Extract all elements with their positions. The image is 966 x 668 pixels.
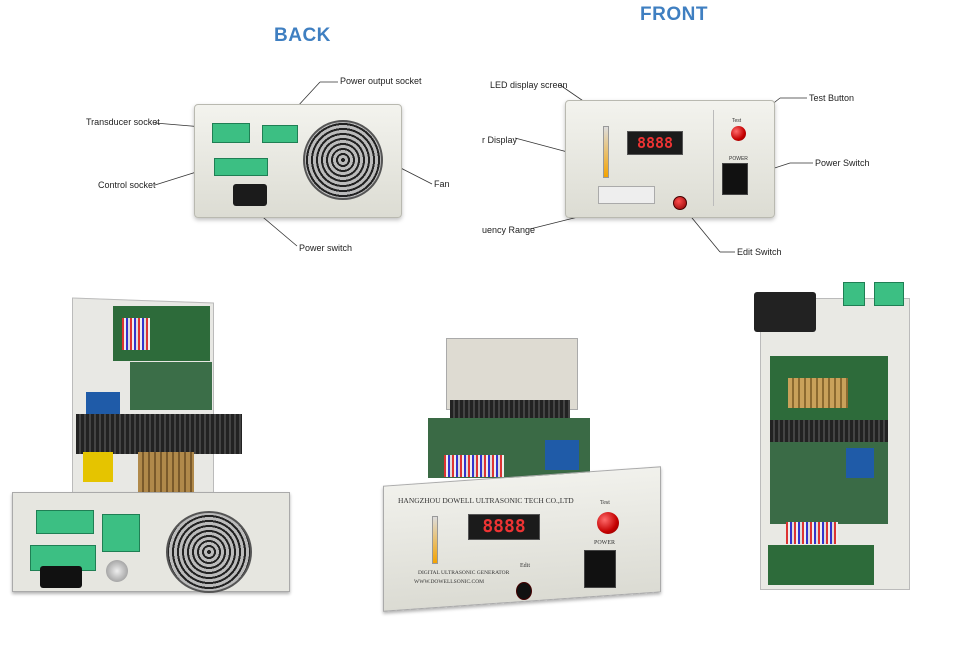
- callout-frequency-range: uency Range: [482, 225, 536, 235]
- control-socket: [214, 158, 268, 176]
- photo2-power-label: POWER: [594, 540, 615, 546]
- callout-led-display-screen: LED display screen: [490, 80, 568, 90]
- photo1-terminal-top: [36, 510, 94, 534]
- transducer-socket: [212, 123, 250, 143]
- photo2-led-display: 8888: [468, 514, 540, 540]
- power-inlet: [233, 184, 267, 206]
- photo2-ribbon-cable: [444, 455, 504, 477]
- photo1-terminal-small: [102, 514, 140, 552]
- photo3-fan-icon: [754, 292, 816, 332]
- test-label: Test: [732, 118, 742, 124]
- photo3-bottom-board: [768, 545, 874, 585]
- photo3-terminal-left: [843, 282, 865, 306]
- edit-switch-knob: [673, 196, 687, 210]
- callout-power-switch-front: Power Switch: [815, 158, 870, 168]
- photo1-power-inlet: [40, 566, 82, 588]
- back-heading: BACK: [274, 25, 331, 46]
- front-unit-body: [565, 100, 775, 218]
- callout-power-display: r Display: [482, 135, 518, 145]
- photo3-ribbon-cable: [786, 522, 838, 544]
- photo2-product-name: DIGITAL ULTRASONIC GENERATOR: [418, 570, 510, 576]
- callout-control-socket: Control socket: [98, 180, 156, 190]
- photo2-edit-label: Edit: [520, 563, 530, 569]
- photo2-power-switch: [584, 550, 616, 588]
- photo1-capacitor: [83, 452, 113, 482]
- photo2-power-bar: [432, 516, 438, 564]
- led-display-screen: 8888: [627, 131, 683, 155]
- front-right-section: [713, 110, 762, 206]
- photo3-transformer: [788, 378, 848, 408]
- photo2-rear-wall: [446, 338, 578, 410]
- power-label: POWER: [729, 156, 748, 162]
- photo1-round-connector: [106, 560, 128, 582]
- test-button: [731, 126, 746, 141]
- photo1-heatsink: [76, 414, 242, 454]
- photo2-company-name: HANGZHOU DOWELL ULTRASONIC TECH CO.,LTD: [398, 496, 574, 505]
- photo3-heatsink: [770, 420, 888, 442]
- photo2-website: WWW.DOWELLSONIC.COM: [414, 579, 485, 585]
- photo1-driver-board: [130, 362, 212, 410]
- photo1-ribbon-cable: [122, 318, 150, 350]
- photo2-test-button: [597, 512, 619, 534]
- photo3-terminal-right: [874, 282, 904, 306]
- power-output-socket: [262, 125, 298, 143]
- callout-edit-switch: Edit Switch: [737, 247, 782, 257]
- callout-fan: Fan: [434, 179, 450, 189]
- callout-transducer-socket: Transducer socket: [86, 117, 160, 127]
- frequency-range-indicators: [598, 186, 655, 204]
- callout-test-button: Test Button: [809, 93, 855, 103]
- photo2-heatsink: [450, 400, 570, 422]
- fan-icon: [303, 120, 383, 200]
- callout-power-output-socket: Power output socket: [340, 76, 422, 86]
- photo1-fan-icon: [166, 511, 252, 593]
- photo2-edit-knob: [516, 582, 532, 600]
- power-switch: [722, 163, 748, 195]
- power-bar-scale: [603, 126, 609, 178]
- front-heading: FRONT: [640, 4, 708, 25]
- photo2-blue-relay: [545, 440, 579, 470]
- callout-power-switch: Power switch: [299, 243, 353, 253]
- photo3-blue-relay: [846, 448, 874, 478]
- photo2-test-label: Test: [600, 500, 610, 506]
- photo1-blue-relay: [86, 392, 120, 414]
- photo1-transformer: [138, 452, 194, 492]
